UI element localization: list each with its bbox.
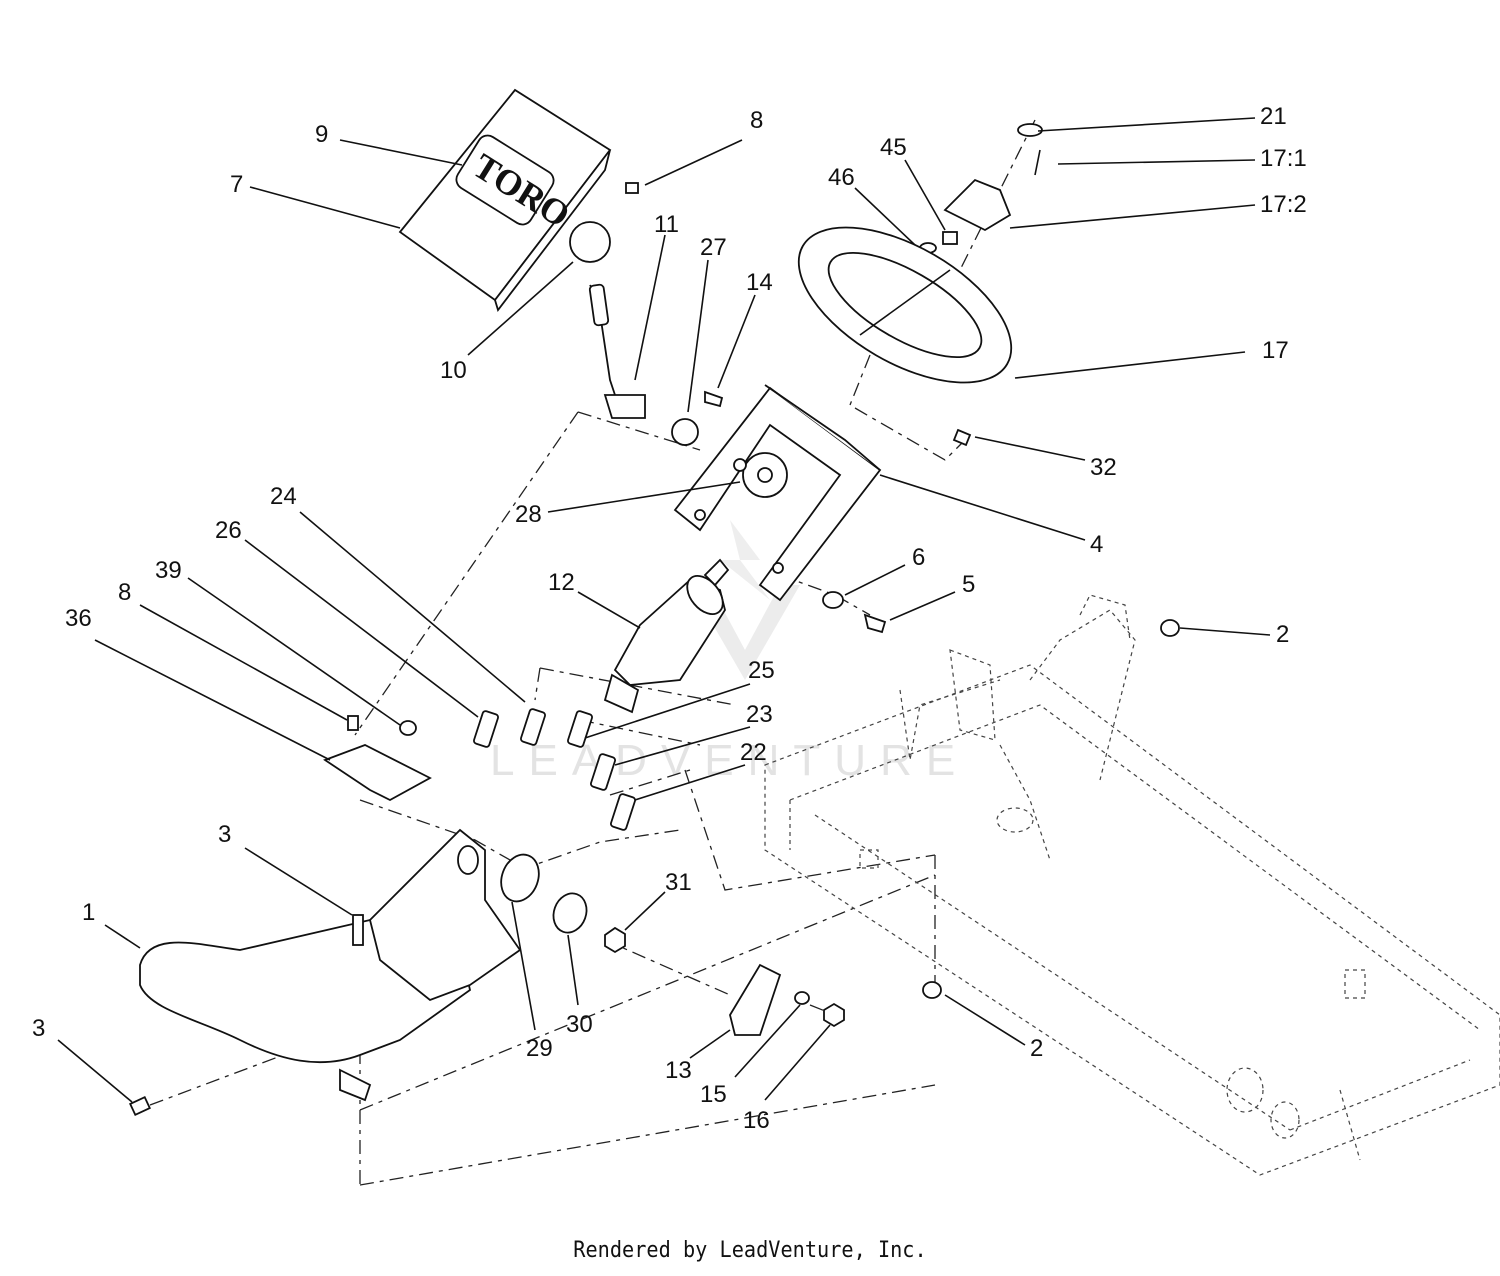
part-steering-wheel: [797, 226, 1013, 384]
callout-8: 8: [750, 107, 763, 134]
part-link-13: [729, 963, 782, 1036]
callout-31: 31: [665, 869, 692, 896]
part-cover: TORO: [398, 88, 612, 312]
part-nut-45: [942, 231, 958, 245]
callout-27: 27: [700, 234, 727, 261]
callout-8-b: 8: [118, 579, 131, 606]
part-pin: [1034, 149, 1041, 176]
callout-2-b: 2: [1030, 1035, 1043, 1062]
callout-1: 1: [82, 899, 95, 926]
callouts: 9 7 8 10 11 27 14 45 46 21 17:1 17:2 17 …: [32, 103, 1307, 1134]
callout-5: 5: [962, 571, 975, 598]
part-bushing: [671, 418, 699, 446]
callout-14: 14: [746, 269, 773, 296]
callout-3: 3: [218, 821, 231, 848]
callout-2: 2: [1276, 621, 1289, 648]
part-washer-15: [794, 991, 810, 1005]
callout-32: 32: [1090, 454, 1117, 481]
frame: [764, 594, 1500, 1176]
footer-credit: Rendered by LeadVenture, Inc.: [573, 1238, 927, 1263]
leader-lines: [57, 117, 1271, 1103]
callout-26: 26: [215, 517, 242, 544]
callout-23: 23: [746, 701, 773, 728]
callout-29: 29: [526, 1035, 553, 1062]
part-bracket: [673, 384, 882, 602]
part-bolt-8a: [625, 182, 639, 194]
callout-46: 46: [828, 164, 855, 191]
part-washer-30: [552, 892, 588, 934]
part-bolt-3b: [129, 1095, 151, 1117]
callout-16: 16: [743, 1107, 770, 1134]
part-bolt-14: [704, 390, 724, 408]
part-pedal: [139, 828, 522, 1102]
part-nut-31: [604, 926, 626, 954]
part-fitting-25: [567, 710, 593, 748]
callout-25: 25: [748, 657, 775, 684]
part-washer-29: [500, 853, 540, 903]
assembly-lines: [149, 119, 1036, 1186]
part-bolt-5: [863, 613, 887, 634]
callout-4: 4: [1090, 531, 1103, 558]
callout-17: 17: [1262, 337, 1289, 364]
callout-12: 12: [548, 569, 575, 596]
part-bolt-8b: [347, 715, 359, 731]
part-steering-unit: [603, 558, 730, 714]
part-cap-21: [1017, 123, 1043, 137]
watermark-text: LEADVENTURE: [490, 736, 969, 785]
part-fitting-24: [520, 708, 546, 746]
part-nut-2b: [922, 981, 942, 999]
callout-24: 24: [270, 483, 297, 510]
part-plate-36: [323, 744, 432, 802]
callout-11: 11: [654, 211, 679, 238]
callout-17-2: 17:2: [1260, 191, 1307, 218]
callout-28: 28: [515, 501, 542, 528]
part-nut-2a: [1160, 619, 1180, 637]
part-lever: [569, 221, 646, 419]
callout-17-1: 17:1: [1260, 145, 1307, 172]
callout-7: 7: [230, 171, 243, 198]
callout-36: 36: [65, 605, 92, 632]
part-bolt-3a: [352, 914, 364, 946]
part-bolt-32: [952, 428, 972, 447]
callout-9: 9: [315, 121, 328, 148]
callout-45: 45: [880, 134, 907, 161]
callout-13: 13: [665, 1057, 692, 1084]
watermark: LEADVENTURE: [490, 520, 969, 785]
callout-15: 15: [700, 1081, 727, 1108]
callout-10: 10: [440, 357, 467, 384]
callout-30: 30: [566, 1011, 593, 1038]
callout-22: 22: [740, 739, 767, 766]
part-washer-6: [822, 591, 844, 609]
part-hub-cap: [943, 178, 1012, 232]
part-fitting-26: [473, 710, 499, 748]
callout-21: 21: [1260, 103, 1287, 130]
part-nut-39: [399, 720, 417, 736]
callout-6: 6: [912, 544, 925, 571]
part-nut-16: [823, 1002, 845, 1028]
callout-3-b: 3: [32, 1015, 45, 1042]
part-fitting-23: [590, 753, 616, 791]
part-fitting-22: [610, 793, 636, 831]
callout-39: 39: [155, 557, 182, 584]
